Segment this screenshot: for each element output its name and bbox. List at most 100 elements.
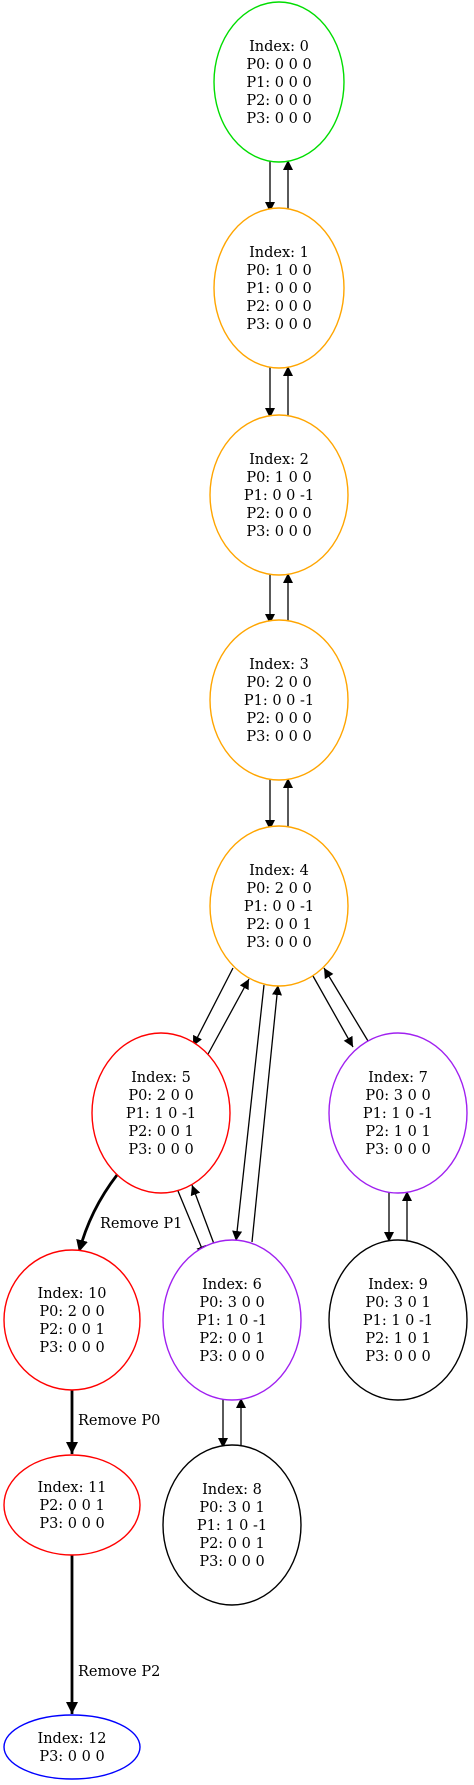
- node-label-line: P3: 0 0 0: [246, 524, 311, 540]
- edge-n4-to-n6: [232, 984, 265, 1242]
- edge-label: Remove P2: [78, 1664, 160, 1680]
- node-label-line: P1: 0 0 0: [246, 281, 311, 297]
- state-node-index-12: Index: 12 P3: 0 0 0: [3, 1714, 141, 1780]
- node-ellipse: [162, 1444, 302, 1606]
- node-label-line: Index: 0: [249, 39, 309, 55]
- node-label-line: P0: 3 0 1: [365, 1295, 430, 1311]
- edge-line: [232, 984, 265, 1242]
- node-ellipse: [162, 1239, 302, 1401]
- node-ellipse: [209, 825, 349, 987]
- node-ellipse: [213, 207, 345, 369]
- edge-line: [206, 978, 250, 1057]
- node-ellipse: [3, 1714, 141, 1780]
- state-node-index-6: Index: 6 P0: 3 0 0 P1: 1 0 -1 P2: 0 0 1 P3: …: [162, 1239, 302, 1401]
- edge-line: [192, 967, 234, 1047]
- node-label-line: P0: 3 0 0: [199, 1295, 264, 1311]
- edge-n6-to-n4: [251, 984, 282, 1243]
- node-ellipse: [328, 1239, 468, 1401]
- edge-line: [76, 1174, 119, 1253]
- node-label-line: P2: 1 0 1: [365, 1124, 430, 1140]
- edge-line: [177, 1190, 206, 1257]
- node-label-line: P0: 1 0 0: [246, 470, 311, 486]
- edge-n7-to-n4: [323, 967, 369, 1042]
- node-label-line: P2: 0 0 0: [246, 93, 311, 109]
- node-label-line: P2: 0 0 1: [199, 1331, 264, 1347]
- edge-line: [312, 975, 354, 1048]
- node-label-line: P3: 0 0 0: [365, 1142, 430, 1158]
- edge-n5-to-n4: [206, 978, 250, 1057]
- node-label-line: Index: 1: [249, 245, 309, 261]
- node-label-line: P0: 0 0 0: [246, 57, 311, 73]
- node-label-line: P3: 0 0 0: [199, 1349, 264, 1365]
- edge-n4-to-n7: [312, 975, 354, 1048]
- node-label-line: P1: 0 0 -1: [244, 899, 314, 915]
- node-label-line: P3: 0 0 0: [246, 729, 311, 745]
- node-label-line: P1: 0 0 -1: [244, 693, 314, 709]
- node-label-line: P3: 0 0 0: [39, 1340, 104, 1356]
- node-label-line: P3: 0 0 0: [246, 317, 311, 333]
- node-label-line: P2: 0 0 0: [246, 506, 311, 522]
- state-node-index-2: Index: 2P0: 1 0 0P1: 0 0 -1P2: 0 0 0P3: …: [209, 414, 349, 576]
- node-ellipse: [209, 619, 349, 781]
- node-label-line: P1: 1 0 -1: [126, 1106, 196, 1122]
- node-label-line: P1: 0 0 0: [246, 75, 311, 91]
- node-label-line: P3: 0 0 0: [365, 1349, 430, 1365]
- state-node-index-9: Index: 9P0: 3 0 1P1: 1 0 -1P2: 1 0 1P3: …: [328, 1239, 468, 1401]
- state-node-index-0: Index: 0 P0: 0 0 0 P1: 0 0 0 P2: 0 0 0 P3: 0…: [213, 1, 345, 163]
- edge-n4-to-n5: [192, 967, 234, 1047]
- node-label-line: P2: 0 0 1: [39, 1322, 104, 1338]
- nodes-layer: Index: 0 P0: 0 0 0 P1: 0 0 0 P2: 0 0 0 P3: 0…: [3, 1, 468, 1780]
- node-label-line: P3: 0 0 0: [199, 1554, 264, 1570]
- state-node-index-5: Index: 5 P0: 2 0 0 P1: 1 0 -1 P2: 0 0 1 P3: …: [91, 1032, 231, 1194]
- node-label-line: P3: 0 0 0: [39, 1749, 104, 1765]
- state-node-index-11: Index: 11 P2: 0 0 1 P3: 0 0 0: [3, 1454, 141, 1556]
- state-node-index-1: Index: 1 P0: 1 0 0 P1: 0 0 0 P2: 0 0 0 P3: 0…: [213, 207, 345, 369]
- node-label-line: P2: 0 0 1: [39, 1498, 104, 1514]
- state-node-index-3: Index: 3 P0: 2 0 0 P1: 0 0 -1 P2: 0 0 0 P3: …: [209, 619, 349, 781]
- node-label-line: Index: 5: [131, 1070, 191, 1086]
- node-ellipse: [213, 1, 345, 163]
- edge-n5-to-n10: Remove P1: [76, 1174, 182, 1253]
- state-node-index-8: Index: 8P0: 3 0 1P1: 1 0 -1P2: 0 0 1P3: …: [162, 1444, 302, 1606]
- node-ellipse: [3, 1454, 141, 1556]
- node-label-line: P0: 2 0 0: [39, 1304, 104, 1320]
- edge-n11-to-n12: Remove P2: [66, 1555, 160, 1714]
- state-node-index-10: Index: 10 P0: 2 0 0 P2: 0 0 1 P3: 0 0 0: [3, 1249, 141, 1391]
- node-label-line: Index: 12: [37, 1731, 106, 1747]
- node-ellipse: [328, 1032, 468, 1194]
- edge-label: Remove P0: [78, 1413, 160, 1429]
- node-label-line: P2: 1 0 1: [365, 1331, 430, 1347]
- node-label-line: P2: 0 0 0: [246, 711, 311, 727]
- edge-line: [251, 984, 282, 1243]
- node-label-line: P0: 3 0 0: [365, 1088, 430, 1104]
- node-label-line: P1: 1 0 -1: [363, 1106, 433, 1122]
- node-label-line: P3: 0 0 0: [128, 1142, 193, 1158]
- node-label-line: P0: 2 0 0: [128, 1088, 193, 1104]
- node-label-line: P3: 0 0 0: [246, 111, 311, 127]
- edge-line: [323, 967, 369, 1042]
- node-label-line: P1: 1 0 -1: [363, 1313, 433, 1329]
- node-label-line: P0: 3 0 1: [199, 1500, 264, 1516]
- node-ellipse: [209, 414, 349, 576]
- edges-layer: Remove P1 Remove P0 Remove P2: [66, 160, 412, 1714]
- node-label-line: Index: 3: [249, 657, 309, 673]
- node-ellipse: [3, 1249, 141, 1391]
- node-label-line: P2: 0 0 0: [246, 299, 311, 315]
- node-label-line: Index: 11: [37, 1480, 106, 1496]
- edge-n10-to-n11: Remove P0: [66, 1390, 160, 1454]
- node-label-line: P1: 1 0 -1: [197, 1313, 267, 1329]
- edge-label: Remove P1: [100, 1216, 182, 1232]
- node-label-line: P0: 1 0 0: [246, 263, 311, 279]
- node-label-line: P2: 0 0 1: [128, 1124, 193, 1140]
- node-label-line: P0: 2 0 0: [246, 675, 311, 691]
- state-node-index-4: Index: 4P0: 2 0 0P1: 0 0 -1P2: 0 0 1P3: …: [209, 825, 349, 987]
- edge-n6-to-n5: [190, 1184, 215, 1245]
- node-label-line: Index: 2: [249, 452, 309, 468]
- node-label-line: Index: 6: [202, 1277, 262, 1293]
- state-node-index-7: Index: 7P0: 3 0 0P1: 1 0 -1P2: 1 0 1P3: …: [328, 1032, 468, 1194]
- node-label-line: Index: 10: [37, 1286, 106, 1302]
- node-label-line: P3: 0 0 0: [39, 1516, 104, 1532]
- edge-n5-to-n6: [177, 1190, 206, 1257]
- node-label-line: P0: 2 0 0: [246, 881, 311, 897]
